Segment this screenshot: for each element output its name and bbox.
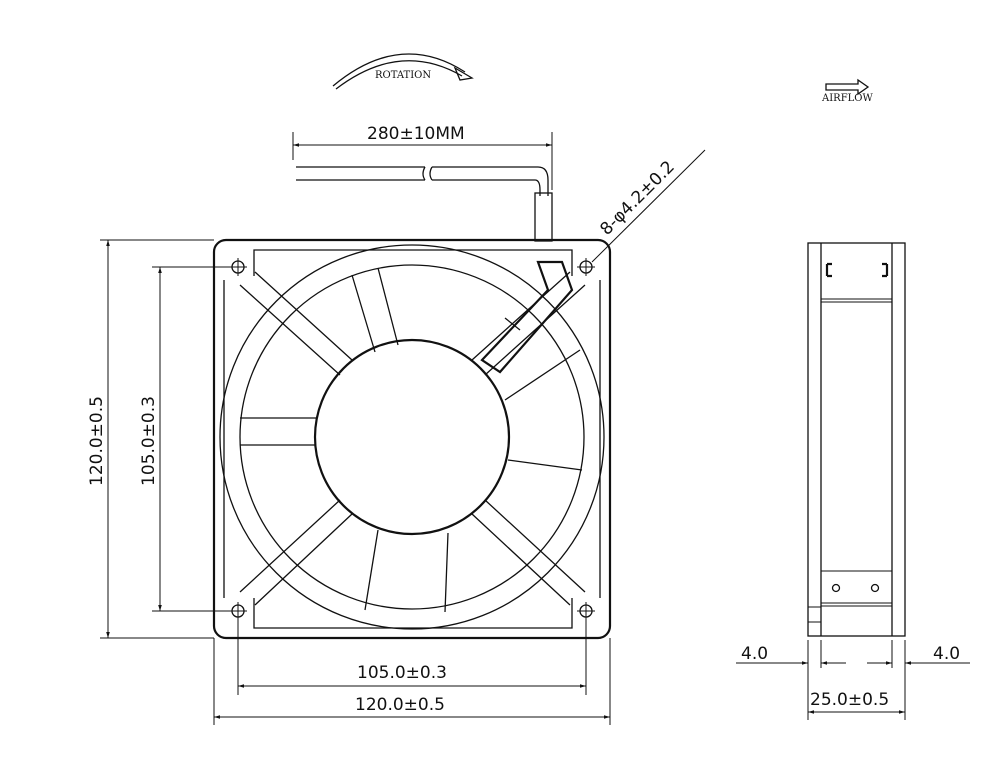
mounting-hole-icon xyxy=(229,258,595,620)
cable xyxy=(292,132,553,242)
fan-side-view xyxy=(807,242,906,637)
width-outer-label: 120.0±0.5 xyxy=(355,695,445,715)
depth-label: 25.0±0.5 xyxy=(810,690,889,710)
airflow-label: AIRFLOW xyxy=(821,93,873,104)
height-outer-label: 120.0±0.5 xyxy=(87,396,107,486)
flange-left-label: 4.0 xyxy=(741,644,768,664)
front-dimensions xyxy=(100,239,611,725)
side-dimensions xyxy=(736,640,970,720)
rotation-label: ROTATION xyxy=(375,70,431,81)
airflow-arrow-icon xyxy=(825,78,870,96)
height-holes-label: 105.0±0.3 xyxy=(139,396,159,486)
rotation-arrow-icon xyxy=(332,53,474,90)
fan-front-view xyxy=(212,238,612,640)
cable-length-label: 280±10MM xyxy=(367,124,465,144)
width-holes-label: 105.0±0.3 xyxy=(357,663,447,683)
flange-right-label: 4.0 xyxy=(933,644,960,664)
mounting-hole-label: 8-φ4.2±0.2 xyxy=(596,157,678,239)
